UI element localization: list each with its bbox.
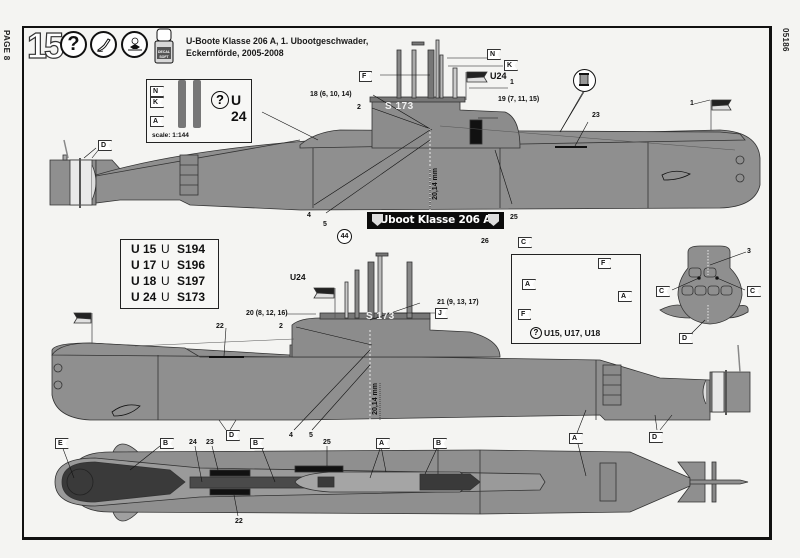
step-number: 15	[26, 25, 64, 66]
top-sail-number: S 173	[385, 101, 414, 112]
paint-marker-k: K	[150, 97, 165, 108]
decal-soft-bottle-icon: DECAL SOFT	[152, 28, 176, 64]
thread-leader-line	[559, 91, 585, 133]
step-title-line-2: Eckernförde, 2005-2008	[186, 48, 284, 59]
hull-number: S197	[177, 274, 206, 288]
variant-caption: U15, U17, U18	[544, 328, 601, 338]
part-callout-22: 22	[216, 323, 224, 330]
bottom-leader-lines	[218, 302, 673, 434]
snorkel-mast-detail-1	[178, 80, 186, 128]
part-callout-1-sail: 1	[510, 79, 514, 86]
separator: U	[161, 274, 170, 288]
display-nameplate: Uboot Klasse 206 A	[367, 212, 504, 229]
top-dimension-label: 20,14 mm	[432, 168, 439, 200]
hull-number-row: U 24 U S173	[131, 290, 205, 304]
snorkel-mast-detail-2	[193, 80, 201, 128]
top-boat-label: U24	[490, 71, 507, 81]
bow-end-view	[659, 245, 749, 325]
nameplate-text: Uboot Klasse 206 A	[379, 214, 492, 226]
paint-marker-a: A	[618, 291, 633, 302]
scale-label: scale: 1:144	[152, 132, 189, 139]
detail-boat-label: U 24	[231, 92, 247, 124]
part-callout-4: 4	[307, 212, 311, 219]
paint-marker-n: N	[150, 86, 165, 97]
top-snorkel-mast	[427, 49, 435, 99]
part-callout-5: 5	[323, 221, 327, 228]
step-title-line-1: U-Boote Klasse 206 A, 1. Ubootgeschwader…	[186, 36, 369, 47]
bottom-boat-label: U24	[290, 272, 306, 282]
help-question-icon: ?	[60, 31, 87, 58]
part-callout-2: 2	[279, 323, 283, 330]
part-callout-25: 25	[323, 439, 331, 446]
svg-text:SOFT: SOFT	[159, 55, 169, 59]
hull-number-table: U 15 U S194 U 17 U S196 U 18 U S197 U 24 U S173	[120, 239, 219, 309]
part-callout-5: 5	[309, 432, 313, 439]
help-question-icon: ?	[211, 91, 229, 109]
bow-leader-lines	[671, 251, 747, 336]
top-side-profile	[49, 39, 761, 211]
page-frame	[22, 26, 772, 540]
bow-body	[677, 245, 743, 325]
part-callout-23: 23	[592, 112, 600, 119]
hull-number: S173	[177, 290, 206, 304]
decal-water-icon	[121, 31, 148, 58]
paint-marker-f: F	[518, 309, 532, 320]
part-callout-3: 3	[747, 248, 751, 255]
hull-number-row: U 15 U S194	[131, 242, 205, 256]
part-callout-26: 26	[481, 238, 489, 245]
hull-number: S194	[177, 242, 206, 256]
hull-number: S196	[177, 258, 206, 272]
decal-callout-18: 18 (6, 10, 14)	[310, 91, 352, 98]
bottom-sail-number: S 173	[366, 311, 395, 322]
separator: U	[161, 290, 170, 304]
decal-callout-20: 20 (8, 12, 16)	[246, 310, 288, 317]
boat-number: U 17	[131, 258, 157, 272]
hull-number-row: U 17 U S196	[131, 258, 205, 272]
plan-view	[54, 443, 749, 522]
page-label: PAGE 8	[2, 30, 11, 61]
paint-marker-f: F	[598, 258, 612, 269]
hull-number-row: U 18 U S197	[131, 274, 205, 288]
bottom-dimension-label: 20,14 mm	[372, 383, 379, 415]
document-number: 05186	[781, 28, 790, 52]
top-hull	[95, 129, 761, 211]
part-callout-24: 24	[189, 439, 197, 446]
step-title: U-Boote Klasse 206 A, 1. Ubootgeschwader…	[186, 36, 368, 60]
boat-number: U 24	[131, 290, 157, 304]
top-leader-lines	[83, 57, 711, 214]
variant-mast-inset: F A A F ? U15, U17, U18	[511, 254, 641, 344]
plan-leader-lines	[61, 439, 587, 517]
part-callout-2: 2	[357, 104, 361, 111]
bottom-sail	[291, 317, 501, 358]
plan-fin-upper	[112, 443, 140, 453]
decal-callout-21: 21 (9, 13, 17)	[437, 299, 479, 306]
thread-spool-icon	[573, 69, 596, 92]
paint-marker-a: A	[522, 279, 537, 290]
paint-brush-icon	[90, 31, 117, 58]
part-callout-1-bow: 1	[690, 100, 694, 107]
top-sail	[371, 99, 521, 149]
crest-icon	[372, 214, 383, 226]
part-callout-23: 23	[206, 439, 214, 446]
mast-detail-inset: N K A ? U 24 scale: 1:144	[146, 79, 252, 143]
boat-number: U 15	[131, 242, 157, 256]
svg-text:DECAL: DECAL	[158, 50, 171, 54]
bottom-side-profile	[51, 252, 751, 421]
help-question-icon: ?	[530, 327, 542, 339]
separator: U	[161, 242, 170, 256]
separator: U	[161, 258, 170, 272]
plan-fin-lower	[112, 511, 139, 522]
decal-callout-19: 19 (7, 11, 15)	[498, 96, 540, 103]
boat-number: U 18	[131, 274, 157, 288]
part-callout-44: 44	[337, 229, 352, 244]
plan-bow-casing	[61, 461, 186, 503]
paint-marker-a: A	[150, 116, 165, 127]
part-callout-22: 22	[235, 518, 243, 525]
part-callout-4: 4	[289, 432, 293, 439]
part-callout-25: 25	[510, 214, 518, 221]
crest-icon	[488, 214, 499, 226]
bottom-hull	[51, 342, 711, 421]
